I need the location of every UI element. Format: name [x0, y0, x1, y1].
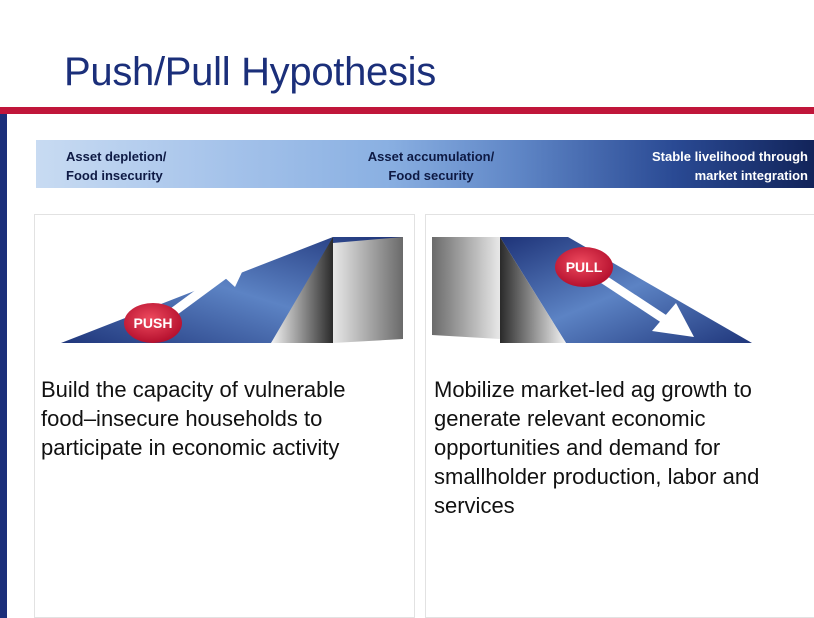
slide-title: Push/Pull Hypothesis [64, 50, 436, 94]
pull-ramp-graphic: PULL [432, 237, 752, 343]
pull-arrow-icon [652, 303, 694, 337]
stage-asset-accumulation: Asset accumulation/ Food security [341, 147, 521, 185]
pull-panel: PULL Mobilize market-led ag growth to ge… [425, 214, 814, 618]
push-arrow-icon [211, 253, 251, 287]
pull-description: Mobilize market-led ag growth to generat… [434, 377, 760, 518]
stage-3-line-1: Stable livelihood through [652, 149, 808, 164]
stage-stable-livelihood: Stable livelihood through market integra… [618, 147, 808, 185]
push-badge [124, 303, 182, 343]
title-divider [0, 107, 814, 114]
push-description: Build the capacity of vulnerable food–in… [41, 377, 346, 460]
stage-2-line-2: Food security [388, 168, 474, 183]
pull-badge-label: PULL [566, 259, 603, 275]
stage-asset-depletion: Asset depletion/ Food insecurity [66, 147, 246, 185]
pull-ramp-front [432, 237, 500, 339]
push-ramp-side [271, 237, 333, 343]
stage-3-line-2: market integration [694, 168, 808, 183]
push-badge-label: PUSH [134, 315, 173, 331]
push-ramp-front [333, 237, 403, 343]
stage-1-line-1: Asset depletion/ [66, 149, 167, 164]
stage-2-line-1: Asset accumulation/ [367, 149, 495, 164]
progression-band: Asset depletion/ Food insecurity Asset a… [36, 140, 814, 188]
push-ramp-graphic: PUSH [61, 237, 403, 343]
push-panel: PUSH Build the capacity of vulnerable fo… [34, 214, 415, 618]
left-accent-bar [0, 114, 7, 618]
stage-1-line-2: Food insecurity [66, 168, 163, 183]
pull-ramp-side [500, 237, 566, 343]
pull-badge [555, 247, 613, 287]
